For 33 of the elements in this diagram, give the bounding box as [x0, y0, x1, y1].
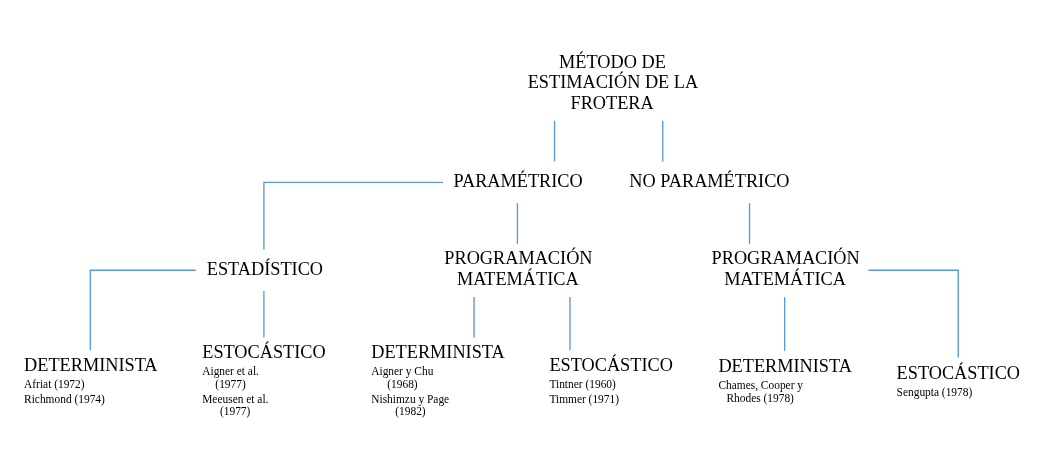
node-label: Afriat (1972)	[24, 377, 85, 390]
node-text: DETERMINISTA	[371, 341, 505, 362]
node-text: PROGRAMACIÓN MATEMÁTICA	[444, 247, 593, 289]
node-label: Aigner y Chu (1968)	[371, 364, 434, 390]
connector	[553, 119, 556, 162]
node-label: Tintner (1960)	[549, 377, 616, 390]
node-text: ESTOCÁSTICO	[896, 362, 1021, 383]
node-label: Sengupta (1978)	[896, 385, 973, 398]
connector	[569, 295, 571, 351]
node-label: Nishimzu y Page (1982)	[371, 392, 450, 417]
connector	[783, 295, 786, 352]
node-text: PARAMÉTRICO	[453, 170, 583, 191]
node-label: Aigner et al. (1977)	[202, 364, 259, 390]
node-text: DETERMINISTA	[24, 354, 158, 375]
node-label: Richmond (1974)	[24, 392, 105, 405]
node-text: ESTOCÁSTICO	[202, 341, 326, 362]
connector	[263, 289, 265, 338]
node-label: Meeusen et al. (1977)	[202, 392, 269, 417]
connector	[516, 202, 519, 245]
node-label: Chames, Cooper y Rhodes (1978)	[718, 378, 804, 404]
node-text: NO PARAMÉTRICO	[629, 170, 790, 191]
node-label: Timmer (1971)	[549, 392, 620, 405]
connector	[662, 119, 664, 162]
node-text: MÉTODO DE ESTIMACIÓN DE LA FROTERA	[527, 51, 699, 113]
connector	[89, 269, 197, 351]
node-text: PROGRAMACIÓN MATEMÁTICA	[711, 247, 860, 289]
node-text: ESTADÍSTICO	[206, 258, 324, 279]
node-text: ESTOCÁSTICO	[549, 354, 673, 375]
connector	[473, 295, 475, 338]
connector	[748, 202, 751, 245]
connector	[867, 269, 959, 358]
node-text: DETERMINISTA	[718, 355, 852, 376]
connector	[263, 181, 444, 250]
